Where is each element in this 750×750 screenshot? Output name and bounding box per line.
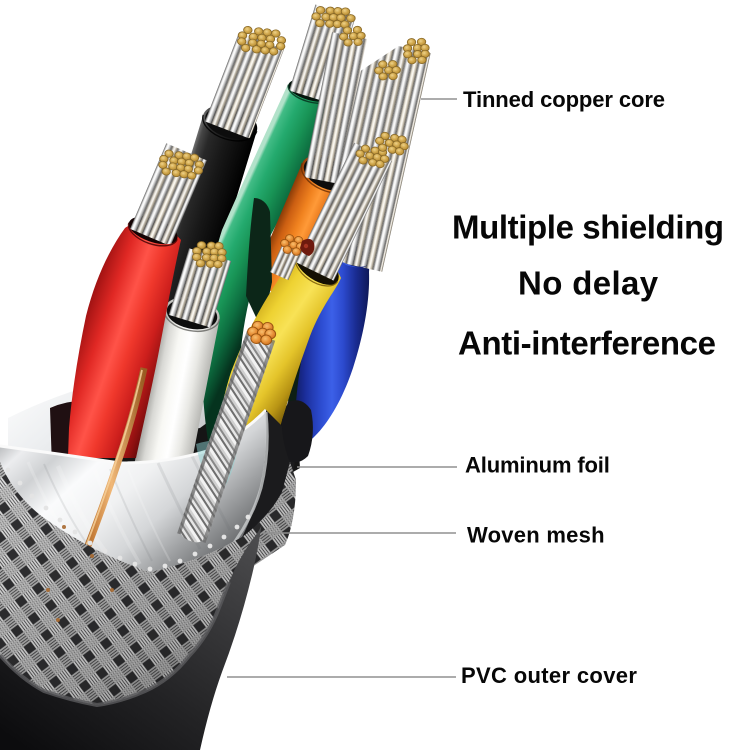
svg-text:Tinned copper core: Tinned copper core: [463, 87, 665, 112]
svg-text:Woven mesh: Woven mesh: [467, 523, 605, 548]
svg-text:PVC outer cover: PVC outer cover: [461, 663, 637, 688]
svg-text:Multiple shielding: Multiple shielding: [452, 209, 724, 246]
svg-text:Anti-interference: Anti-interference: [458, 325, 716, 362]
svg-text:No delay: No delay: [518, 265, 659, 302]
svg-text:Aluminum foil: Aluminum foil: [465, 453, 610, 478]
